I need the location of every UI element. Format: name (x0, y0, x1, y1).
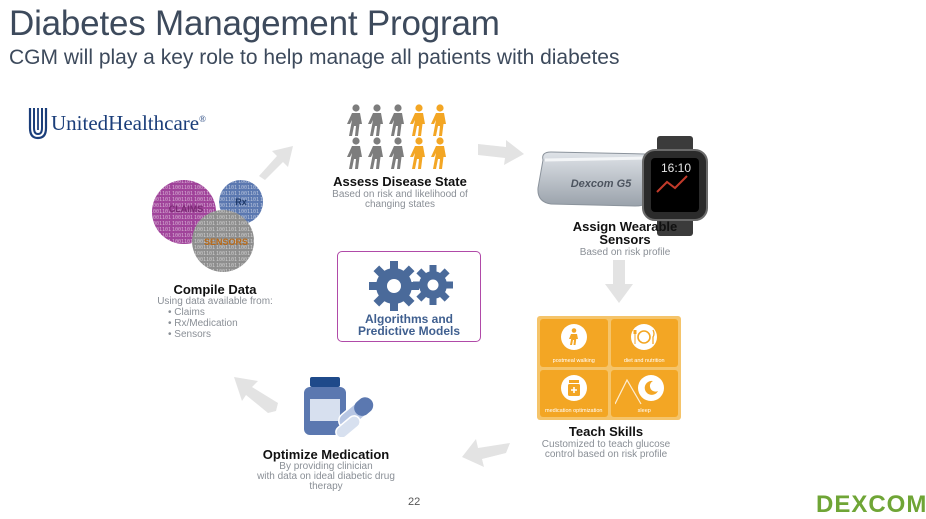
cycle-arrow-5 (234, 377, 278, 413)
plate-utensils-icon (633, 329, 655, 344)
teach-title: Teach Skills (568, 424, 644, 439)
unitedhealthcare-logo: UnitedHealthcare® (28, 106, 206, 140)
cgm-device-label: Dexcom G5 (570, 178, 632, 190)
slide-subtitle: CGM will play a key role to help manage … (9, 46, 620, 69)
assess-desc-line2: changing states (364, 199, 436, 210)
optimize-title: Optimize Medication (262, 447, 390, 462)
skill-tile-walking: postmeal walking (540, 319, 608, 367)
pill-bottle-icon (567, 379, 580, 396)
dexcom-logo: DEXCOM (816, 491, 926, 518)
venn-label-sensors: SENSORS (203, 237, 248, 247)
cycle-arrow-2 (478, 140, 524, 165)
skill-label-sleep: sleep (637, 408, 651, 414)
algorithms-box: Algorithms and Predictive Models (337, 251, 481, 342)
watch-time: 16:10 (660, 161, 692, 175)
cycle-arrow-1 (259, 146, 293, 180)
data-sources-venn-icon: 1001101 (152, 180, 263, 272)
uhc-wordmark: UnitedHealthcare (51, 110, 200, 135)
venn-label-rx: Rx (235, 197, 247, 207)
slide-title: Diabetes Management Program (9, 4, 500, 43)
skill-label-walking: postmeal walking (552, 357, 595, 364)
assess-title: Assess Disease State (333, 174, 467, 189)
optimize-desc-line3: therapy (309, 481, 343, 492)
compile-sources-list: Claims Rx/Medication Sensors (168, 307, 238, 340)
optimize-desc-line1: By providing clinician (279, 461, 373, 472)
compile-source-claims: Claims (168, 307, 238, 318)
center-label-line2: Predictive Models (357, 324, 461, 338)
teach-desc-line2: control based on risk profile (544, 449, 668, 460)
sleep-trend-icon (614, 378, 642, 404)
smartwatch-icon (642, 136, 708, 236)
walking-icon (568, 328, 578, 345)
assign-title-line1: Assign Wearable (572, 219, 678, 234)
skill-label-medication: medication optimization (545, 408, 603, 414)
page-number: 22 (408, 496, 421, 508)
optimize-desc-line2: with data on ideal diabetic drug (257, 471, 395, 482)
skill-tile-medication: medication optimization (540, 369, 608, 417)
skill-label-diet: diet and nutrition (623, 357, 665, 364)
compile-source-sensors: Sensors (168, 329, 238, 340)
assess-desc-line1: Based on risk and likelihood of (332, 189, 468, 200)
compile-desc: Using data available from: (157, 296, 273, 307)
assign-desc: Based on risk profile (579, 247, 671, 258)
teach-desc-line1: Customized to teach glucose (541, 439, 671, 450)
moon-icon (644, 380, 659, 395)
venn-label-claims: CLAIMS (168, 204, 204, 214)
assign-title-line2: Sensors (599, 232, 651, 247)
cycle-arrow-3 (605, 260, 633, 303)
skill-tile-diet: diet and nutrition (610, 319, 678, 367)
uhc-u-icon (28, 108, 48, 140)
medication-bottle-icon (304, 377, 374, 437)
compile-title: Compile Data (173, 282, 257, 297)
compile-source-rx: Rx/Medication (168, 318, 237, 329)
center-label-line1: Algorithms and (364, 312, 453, 326)
skills-panel: postmeal walking diet and nutrition medi… (537, 316, 681, 420)
gears-icon (369, 261, 453, 311)
people-risk-icon (347, 104, 446, 169)
cycle-arrow-4 (462, 439, 510, 467)
skill-tile-sleep: sleep (610, 369, 678, 417)
uhc-registered-mark: ® (199, 113, 206, 124)
